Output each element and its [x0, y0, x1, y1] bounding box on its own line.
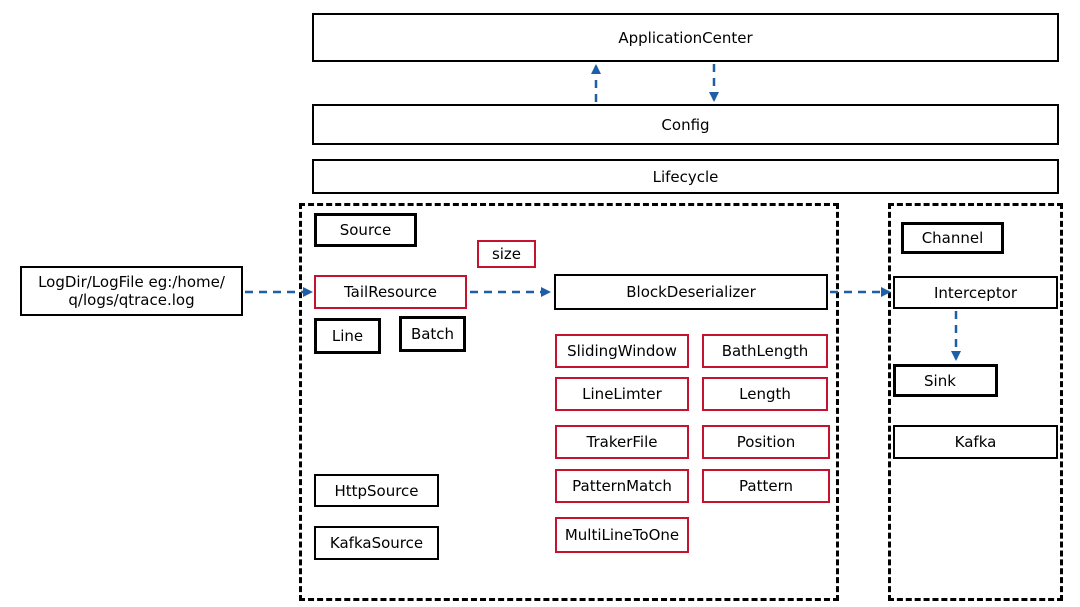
lifecycle-label: Lifecycle: [652, 167, 719, 186]
line-box: Line: [314, 318, 381, 354]
channel-label: Channel: [921, 229, 984, 247]
log-input-line-2: q/logs/qtrace.log: [68, 291, 195, 309]
multi-line-to-one-box: MultiLineToOne: [555, 517, 689, 553]
batch-box: Batch: [399, 316, 466, 352]
source-label: Source: [339, 221, 392, 239]
channel-box: Channel: [901, 222, 1004, 254]
pattern-match-box: PatternMatch: [555, 469, 689, 503]
config-label: Config: [661, 115, 710, 134]
http-source-box: HttpSource: [314, 474, 439, 507]
config-box: Config: [312, 104, 1059, 145]
application-center-label: ApplicationCenter: [618, 28, 753, 47]
channel-group-region: [888, 203, 1063, 601]
application-center-box: ApplicationCenter: [312, 13, 1059, 62]
length-box: Length: [702, 377, 828, 411]
log-input-line-1: LogDir/LogFile eg:/home/: [38, 273, 225, 291]
source-box: Source: [314, 213, 417, 247]
line-limter-label: LineLimter: [582, 385, 662, 403]
block-deserializer-box: BlockDeserializer: [554, 274, 828, 310]
lifecycle-box: Lifecycle: [312, 159, 1059, 194]
size-box: size: [477, 240, 536, 268]
interceptor-label: Interceptor: [933, 283, 1018, 302]
sink-label: Sink: [924, 371, 956, 390]
kafka-source-label: KafkaSource: [329, 534, 424, 552]
block-deserializer-label: BlockDeserializer: [626, 283, 756, 301]
length-label: Length: [739, 385, 791, 403]
multi-line-to-one-label: MultiLineToOne: [564, 526, 680, 544]
traker-file-label: TrakerFile: [586, 433, 658, 451]
sliding-window-box: SlidingWindow: [555, 334, 689, 368]
traker-file-box: TrakerFile: [555, 425, 689, 459]
http-source-label: HttpSource: [334, 481, 419, 500]
pattern-label: Pattern: [739, 477, 793, 495]
kafka-label: Kafka: [954, 433, 997, 451]
bath-length-box: BathLength: [702, 334, 828, 368]
line-limter-box: LineLimter: [555, 377, 689, 411]
line-label: Line: [331, 327, 364, 345]
interceptor-box: Interceptor: [893, 276, 1058, 309]
kafka-source-box: KafkaSource: [314, 526, 439, 560]
position-label: Position: [736, 433, 796, 451]
pattern-box: Pattern: [702, 469, 830, 503]
pattern-match-label: PatternMatch: [572, 477, 672, 495]
tail-resource-box: TailResource: [314, 275, 467, 309]
log-input-box: LogDir/LogFile eg:/home/ q/logs/qtrace.l…: [20, 266, 243, 316]
sink-box: Sink: [893, 364, 998, 397]
source-group-region: [299, 203, 839, 601]
size-label: size: [491, 245, 522, 263]
tail-resource-label: TailResource: [344, 283, 437, 301]
sliding-window-label: SlidingWindow: [567, 342, 677, 360]
bath-length-label: BathLength: [721, 342, 809, 360]
position-box: Position: [702, 425, 830, 459]
kafka-box: Kafka: [893, 425, 1058, 459]
batch-label: Batch: [410, 325, 455, 343]
